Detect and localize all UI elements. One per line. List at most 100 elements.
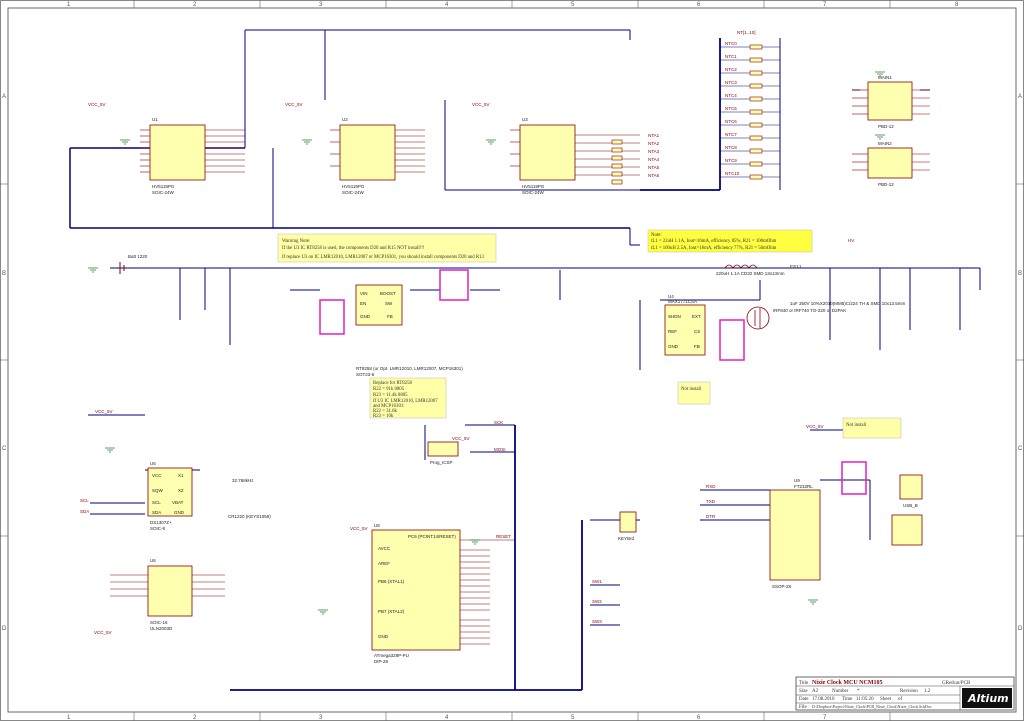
svg-text:SOIC-24W: SOIC-24W — [152, 190, 175, 195]
svg-text:Batt 1220: Batt 1220 — [128, 254, 148, 259]
svg-text:HV: HV — [848, 238, 854, 243]
svg-text:Size: Size — [799, 689, 808, 694]
ic-u4: U4 MAX1771CSA SHDN REF GND EXT CS FB — [664, 294, 706, 356]
inductor-l1: 220uH 1.1A CD32 SMD 13x13mm — [716, 264, 785, 276]
svg-text:VCC: VCC — [152, 473, 162, 478]
svg-text:VCC_5V: VCC_5V — [806, 424, 824, 429]
svg-text:NTA4: NTA4 — [648, 157, 660, 162]
icsp-header: Prog_ICSP SCK MOSI — [427, 420, 506, 465]
svg-text:ATmega328P-PU: ATmega328P-PU — [374, 653, 409, 658]
connector-main1: MAIN1 PBD-12 — [852, 75, 930, 129]
svg-text:R23 = 10k: R23 = 10k — [373, 414, 394, 419]
anode-resistors — [611, 139, 623, 185]
svg-text:SW2: SW2 — [592, 599, 602, 604]
svg-text:DTR: DTR — [706, 514, 716, 519]
zone-label: 4 — [445, 715, 449, 721]
zone-label: 5 — [571, 715, 575, 721]
svg-text:Prog_ICSP: Prog_ICSP — [430, 460, 453, 465]
svg-text:220uH 1.1A CD32 SMD 13x13mm: 220uH 1.1A CD32 SMD 13x13mm — [716, 271, 785, 276]
anode-net-labels: NTA1 NTA2 NTA3 NTA4 NTA5 NTA6 — [648, 133, 660, 178]
svg-text:HV5119PG: HV5119PG — [342, 184, 365, 189]
svg-text:NTC1: NTC1 — [725, 54, 737, 59]
svg-text:NTC9: NTC9 — [725, 158, 737, 163]
title-block: Title Nixie Clock MCU NCM105 GRedcat/PCB… — [795, 676, 1015, 711]
svg-text:TXD: TXD — [706, 499, 716, 504]
ic-u3: U3 HV5119PG SOIC-24W — [510, 117, 640, 195]
replace-note: RT8258 (or Opt. LMR12010, LMR12007, MCP1… — [356, 366, 463, 419]
svg-text:File: File — [799, 705, 808, 710]
svg-text:NTC5: NTC5 — [725, 106, 737, 111]
xt1-label: 32.768kHz — [232, 478, 254, 483]
svg-text:SCL: SCL — [152, 500, 161, 505]
svg-text:Revision: Revision — [900, 689, 918, 694]
svg-text:VIN: VIN — [360, 291, 368, 296]
svg-text:U6: U6 — [150, 558, 156, 563]
svg-text:NTA3: NTA3 — [648, 149, 660, 154]
svg-text:Warning Note:: Warning Note: — [282, 239, 310, 244]
svg-text:R22 = 31.6k: R22 = 31.6k — [373, 409, 397, 414]
svg-text:DS1307Z+: DS1307Z+ — [150, 520, 172, 525]
svg-text:EN: EN — [360, 301, 366, 306]
svg-text:PB6 (XTAL1): PB6 (XTAL1) — [378, 579, 405, 584]
svg-text:NTC3: NTC3 — [725, 80, 737, 85]
svg-text:RT8258 (or Opt. LMR12010, LMR1: RT8258 (or Opt. LMR12010, LMR12007, MCP1… — [356, 366, 463, 371]
svg-text:DIP-28: DIP-28 — [374, 659, 389, 664]
ic-u5: U5 DS1307Z+ SOIC-8 VCC SQW SCL SDA X1 X2… — [147, 461, 193, 531]
not-install-note-1: Not install — [677, 381, 711, 405]
zone-label: D — [2, 626, 7, 632]
svg-text:NTC2: NTC2 — [725, 67, 737, 72]
svg-text:R23 = 11.4k 0805: R23 = 11.4k 0805 — [373, 393, 408, 398]
keyboard-connector: KEYBrd SW1 SW2 SW3 — [592, 511, 637, 624]
regulator-ic: VIN EN GND BOOST SW FB — [355, 284, 403, 326]
svg-text:SCK: SCK — [494, 420, 503, 425]
zone-label: D — [1018, 626, 1023, 632]
d5-label: ES1J — [790, 264, 801, 269]
svg-text:PB7 (XTAL2): PB7 (XTAL2) — [378, 609, 405, 614]
svg-text:NTA1: NTA1 — [648, 133, 660, 138]
zone-label: 6 — [697, 715, 701, 721]
svg-text:U5: U5 — [150, 461, 156, 466]
not-install-note-2: Not install — [842, 417, 902, 439]
svg-text:PC6 (PCINT14/RESET): PC6 (PCINT14/RESET) — [408, 534, 456, 539]
zone-label: 7 — [823, 2, 827, 8]
svg-text:NTC8: NTC8 — [725, 145, 737, 150]
net-reset: RESET — [496, 534, 511, 539]
svg-text:USB_B: USB_B — [903, 503, 918, 508]
zone-label: 3 — [319, 2, 323, 8]
zone-label: A — [2, 94, 6, 100]
svg-text:U3: U3 — [522, 117, 528, 122]
svg-text:PBD-12: PBD-12 — [878, 182, 894, 187]
power-labels: VCC_5V VCC_5V VCC_5V VCC_5V VCC_5V VCC_5… — [88, 102, 854, 635]
right-note: Note: tL1 = 22uH 1.1A, Iout=16mA, effici… — [647, 229, 813, 253]
ic-u6: U6 SOIC-16 ULN2003D — [110, 558, 225, 631]
svg-text:PBD-12: PBD-12 — [878, 124, 894, 129]
ic-u1: U1 HV5119PG SOIC-24W — [140, 117, 245, 195]
svg-text:SW: SW — [385, 301, 393, 306]
svg-text:If the U3 IC RT8258 is used, t: If the U3 IC RT8258 is used, the compone… — [282, 246, 425, 251]
svg-text:EXT: EXT — [692, 314, 701, 319]
svg-text:Not install: Not install — [846, 423, 867, 428]
zone-label: 6 — [697, 2, 701, 8]
svg-text:U1: U1 — [152, 117, 158, 122]
svg-text:Title: Title — [799, 681, 809, 686]
svg-text:NTC6: NTC6 — [725, 119, 737, 124]
svg-text:NTA5: NTA5 — [648, 165, 660, 170]
svg-text:SOIC-16: SOIC-16 — [150, 620, 168, 625]
svg-text:HV5119PG: HV5119PG — [522, 184, 545, 189]
altium-logo: Altium — [967, 692, 1009, 705]
zone-label: 2 — [193, 715, 197, 721]
svg-text:1.2: 1.2 — [924, 689, 931, 694]
zone-labels-top: 1 2 3 4 5 6 7 8 1 2 3 4 5 6 7 — [67, 2, 959, 721]
svg-text:D:\Dropbox\Project\Nixie_Clock: D:\Dropbox\Project\Nixie_Clock\PCB_Nixie… — [812, 704, 932, 709]
svg-text:VCC_5V: VCC_5V — [285, 102, 303, 107]
svg-text:SOIC-24W: SOIC-24W — [342, 190, 365, 195]
zone-label: C — [1018, 446, 1023, 452]
highlight-boxes — [319, 269, 867, 495]
bt1-label: CR1220 (KEYS1058) — [228, 514, 271, 519]
svg-text:Sheet: Sheet — [880, 697, 892, 702]
svg-text:VCC_5V: VCC_5V — [350, 526, 368, 531]
svg-text:VBAT: VBAT — [172, 500, 184, 505]
svg-text:BOOST: BOOST — [380, 291, 396, 296]
svg-text:SW1: SW1 — [592, 579, 602, 584]
